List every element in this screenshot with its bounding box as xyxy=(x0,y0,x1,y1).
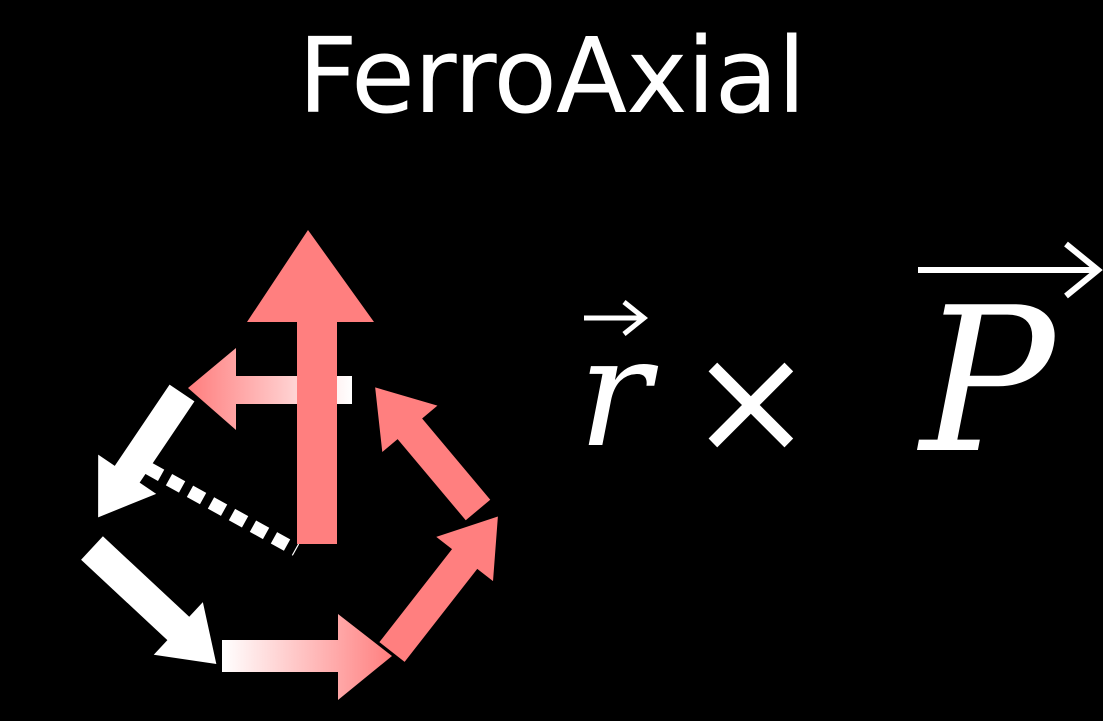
down-right-arrow xyxy=(81,536,217,664)
left-arrow xyxy=(188,348,352,430)
down-left-arrow xyxy=(98,384,195,518)
p-vector-arrow-icon xyxy=(918,241,1103,299)
up-arrow xyxy=(247,230,374,544)
r-vector-arrow-icon xyxy=(584,300,649,336)
slide-title: FerroAxial xyxy=(297,15,806,137)
formula-r: r xyxy=(578,304,659,481)
up-left-arrow xyxy=(375,387,491,521)
right-arrow xyxy=(222,614,392,700)
formula-p: P xyxy=(916,265,1058,498)
up-right-arrow xyxy=(379,516,498,662)
formula: r × P xyxy=(578,241,1103,498)
formula-times: × xyxy=(688,314,814,488)
radius-dotted-line xyxy=(144,462,300,556)
